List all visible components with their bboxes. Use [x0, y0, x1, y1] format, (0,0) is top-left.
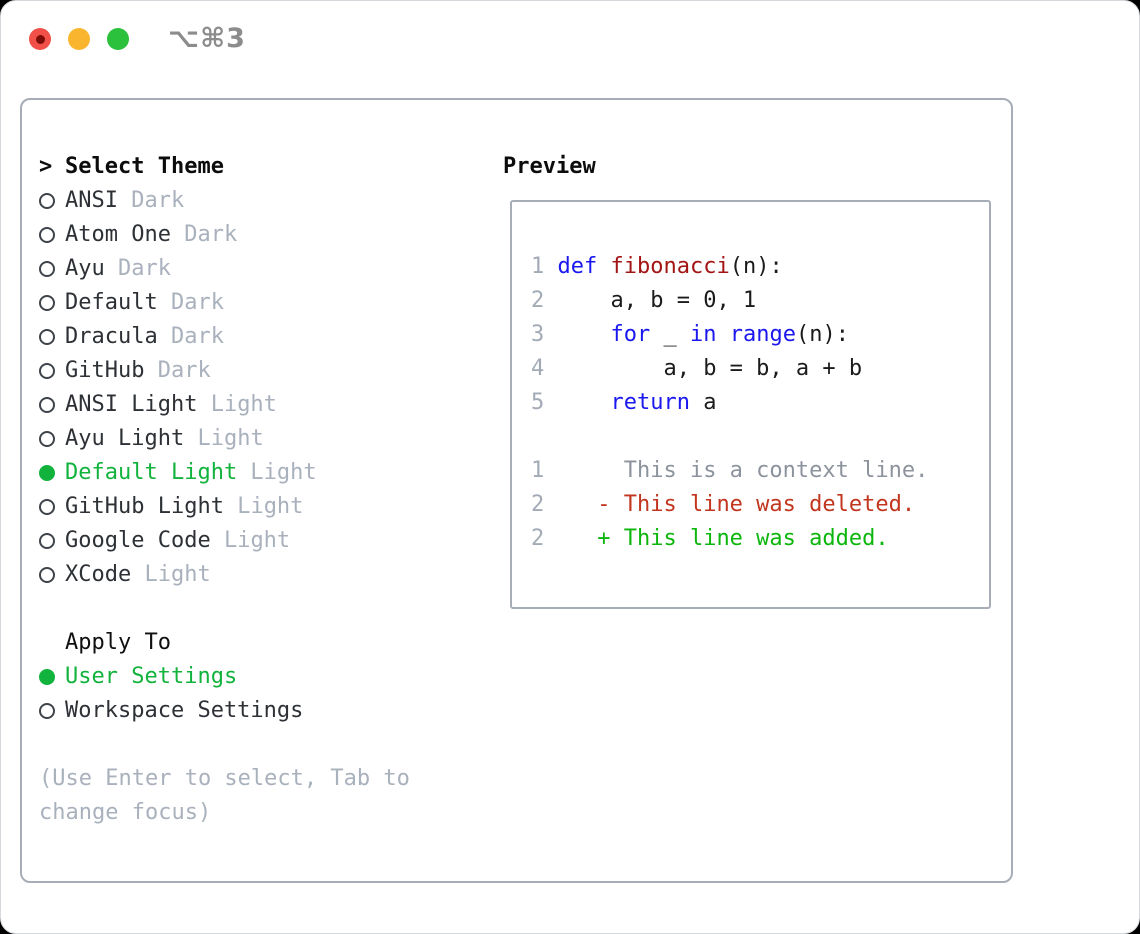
theme-item-dracula[interactable]: Dracula Dark: [39, 320, 410, 354]
code-line: 5 return a: [531, 390, 717, 415]
theme-variant: Dark: [144, 358, 211, 383]
line-number: 1: [531, 254, 558, 279]
radio-icon: [39, 567, 55, 583]
theme-name: Ayu Light: [65, 426, 185, 451]
radio-selected-icon: [39, 465, 55, 481]
theme-item-ansi-light[interactable]: ANSI Light Light: [39, 388, 410, 422]
apply-to-title: Apply To: [65, 630, 171, 655]
help-line-1: (Use Enter to select, Tab to: [39, 766, 410, 791]
theme-name: GitHub Light: [65, 494, 224, 519]
radio-icon: [39, 363, 55, 379]
radio-icon: [39, 703, 55, 719]
theme-item-default[interactable]: Default Dark: [39, 286, 410, 320]
theme-variant: Dark: [157, 324, 224, 349]
focus-caret-icon: >: [39, 154, 53, 179]
apply-option-user-settings[interactable]: User Settings: [39, 660, 410, 694]
spacer: [39, 728, 410, 762]
theme-item-github-light[interactable]: GitHub Light Light: [39, 490, 410, 524]
select-theme-title: Select Theme: [65, 154, 224, 179]
radio-icon: [39, 295, 55, 311]
theme-name: Dracula: [65, 324, 158, 349]
apply-option-workspace-settings[interactable]: Workspace Settings: [39, 694, 410, 728]
theme-variant: Dark: [104, 256, 171, 281]
theme-name: Default: [65, 290, 158, 315]
line-number: 2: [531, 288, 558, 313]
theme-item-ansi[interactable]: ANSI Dark: [39, 184, 410, 218]
code-line: 1 def fibonacci(n):: [531, 254, 783, 279]
theme-name: Google Code: [65, 528, 211, 553]
line-number: 5: [531, 390, 558, 415]
line-number: 2: [531, 526, 558, 551]
close-dot-icon: [35, 34, 45, 44]
theme-variant: Light: [223, 494, 304, 519]
apply-to-header: Apply To: [39, 626, 410, 660]
select-theme-header: > Select Theme: [39, 150, 410, 184]
theme-name: GitHub: [65, 358, 145, 383]
code-line: 2 a, b = 0, 1: [531, 288, 757, 313]
radio-icon: [39, 397, 55, 413]
theme-item-default-light[interactable]: Default Light Light: [39, 456, 410, 490]
radio-icon: [39, 193, 55, 209]
code-line: 2 + This line was added.: [531, 526, 889, 551]
theme-variant: Light: [237, 460, 317, 485]
line-number: 1: [531, 458, 558, 483]
code-line: 3 for _ in range(n):: [531, 322, 849, 347]
close-button[interactable]: [29, 28, 51, 50]
preview-header: Preview: [503, 154, 596, 179]
line-number: 2: [531, 492, 558, 517]
radio-icon: [39, 227, 55, 243]
radio-icon: [39, 329, 55, 345]
traffic-lights: [29, 28, 129, 50]
theme-variant: Dark: [170, 222, 238, 247]
minimize-button[interactable]: [68, 28, 90, 50]
theme-item-atom-one[interactable]: Atom One Dark: [39, 218, 410, 252]
theme-item-google-code[interactable]: Google Code Light: [39, 524, 410, 558]
theme-name: XCode: [65, 562, 132, 587]
theme-name: ANSI Light: [65, 392, 198, 417]
theme-item-ayu[interactable]: Ayu Dark: [39, 252, 410, 286]
theme-name: Default Light: [65, 460, 238, 485]
theme-item-ayu-light[interactable]: Ayu Light Light: [39, 422, 410, 456]
apply-option-label: User Settings: [65, 664, 238, 689]
radio-icon: [39, 499, 55, 515]
theme-name: ANSI: [65, 188, 118, 213]
code-preview: 1 def fibonacci(n): 2 a, b = 0, 1 3 for _ …: [531, 250, 928, 556]
apply-option-label: Workspace Settings: [65, 698, 304, 723]
theme-item-github[interactable]: GitHub Dark: [39, 354, 410, 388]
maximize-button[interactable]: [107, 28, 129, 50]
theme-variant: Light: [197, 392, 277, 417]
theme-name: Atom One: [65, 222, 171, 247]
theme-name: Ayu: [65, 256, 105, 281]
code-line: 2 - This line was deleted.: [531, 492, 916, 517]
code-line: 1 This is a context line.: [531, 458, 929, 483]
radio-icon: [39, 431, 55, 447]
radio-icon: [39, 533, 55, 549]
help-text: (Use Enter to select, Tab to change focu…: [39, 762, 410, 830]
theme-item-xcode[interactable]: XCode Light: [39, 558, 410, 592]
window-shortcut-label: ⌥⌘3: [168, 23, 246, 54]
code-blank-line: [531, 420, 928, 454]
theme-variant: Dark: [117, 188, 185, 213]
theme-variant: Light: [184, 426, 264, 451]
radio-icon: [39, 261, 55, 277]
theme-variant: Light: [210, 528, 291, 553]
theme-variant: Light: [131, 562, 211, 587]
code-line: 4 a, b = b, a + b: [531, 356, 863, 381]
theme-variant: Dark: [157, 290, 224, 315]
radio-selected-icon: [39, 669, 55, 685]
titlebar: ⌥⌘3: [1, 1, 1139, 76]
preview-box: 1 def fibonacci(n): 2 a, b = 0, 1 3 for _ …: [510, 200, 991, 609]
line-number: 4: [531, 356, 558, 381]
line-number: 3: [531, 322, 558, 347]
spacer: [39, 592, 410, 626]
help-line-2: change focus): [39, 800, 212, 825]
